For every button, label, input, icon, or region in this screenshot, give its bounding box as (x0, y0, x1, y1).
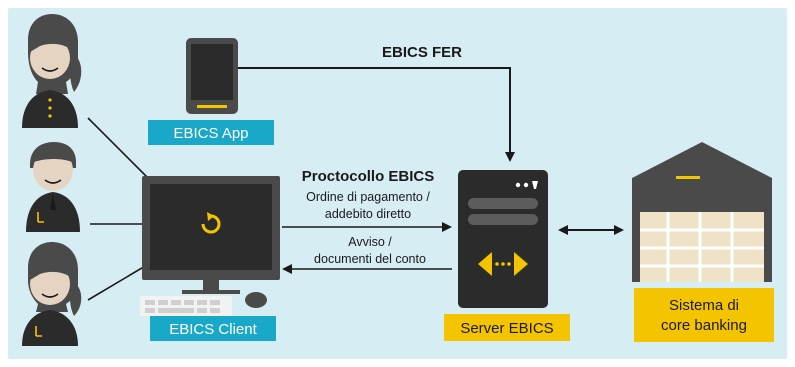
vault-icon (632, 142, 772, 282)
ebics-client-label-box (150, 316, 276, 341)
user-male-icon (26, 142, 80, 232)
fer-title: EBICS FER (382, 44, 462, 61)
core-banking: Sistema di core banking (632, 142, 774, 342)
user-2 (26, 142, 80, 232)
ebics-app: EBICS App (148, 38, 274, 145)
user-female-icon (22, 14, 82, 128)
user-connectors (87, 117, 153, 301)
order-line-2: addebito diretto (325, 207, 411, 221)
vault-grid (640, 212, 764, 282)
core-banking-label-1: Sistema di (669, 297, 739, 314)
mouse-icon (245, 292, 267, 308)
ebics-app-label: EBICS App (173, 125, 248, 142)
server-ebics: Server EBICS (444, 170, 570, 341)
fer-link: EBICS FER (238, 44, 515, 162)
connector-user-3 (87, 261, 153, 301)
connector-user-1 (87, 117, 153, 183)
fer-arrow (238, 67, 515, 162)
user-1 (22, 14, 82, 128)
protocol-title: Proctocollo EBICS (302, 168, 435, 185)
notice-line-2: documenti del conto (314, 252, 426, 266)
core-banking-label-2: core banking (661, 317, 747, 334)
ebics-client: EBICS Client (140, 176, 280, 341)
desktop-computer-icon (140, 176, 280, 316)
server-icon (458, 170, 548, 308)
protocol-link: Proctocollo EBICS Ordine di pagamento / … (282, 168, 452, 274)
order-line-1: Ordine di pagamento / (306, 190, 430, 204)
user-3 (22, 242, 82, 346)
server-ebics-label-box (444, 314, 570, 341)
server-ebics-label: Server EBICS (460, 320, 553, 337)
ebics-client-label: EBICS Client (169, 321, 257, 338)
ebics-app-label-box (148, 120, 274, 145)
tablet-icon (186, 38, 238, 114)
keyboard-keys (145, 300, 220, 313)
core-banking-label-box (634, 288, 774, 342)
notice-line-1: Avviso / (348, 235, 392, 249)
user-female-icon (22, 242, 82, 346)
